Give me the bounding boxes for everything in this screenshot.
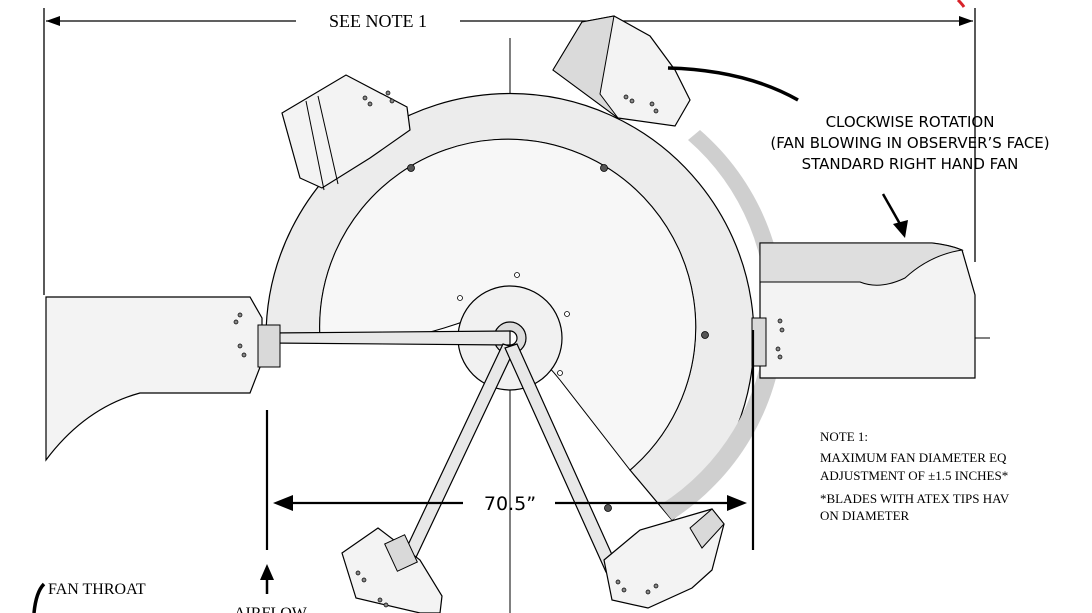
note-line4: ON DIAMETER	[820, 508, 910, 523]
note-heading: NOTE 1:	[820, 429, 868, 444]
bottom-dimension-arrow-right	[727, 495, 747, 511]
blade-left	[45, 296, 263, 462]
note-line2: ADJUSTMENT OF ±1.5 INCHES*	[820, 468, 1008, 483]
fan-throat-label: FAN THROAT	[48, 581, 146, 598]
rotation-callout-line2: (FAN BLOWING IN OBSERVER’S FACE)	[770, 134, 1049, 152]
hub-holes	[457, 272, 570, 376]
blade-right-bolts	[775, 318, 785, 360]
red-mark	[956, 0, 966, 8]
see-note-label: SEE NOTE 1	[329, 11, 427, 31]
note-line3: *BLADES WITH ATEX TIPS HAV	[820, 491, 1010, 506]
blade-bottom-right	[603, 508, 725, 609]
rotation-callout-line3: STANDARD RIGHT HAND FAN	[802, 155, 1019, 173]
rotation-arrow-head	[893, 220, 908, 238]
blade-bottom-left	[341, 527, 443, 613]
fan-throat-bracket	[32, 582, 46, 613]
top-dimension-arrow-left	[46, 16, 60, 26]
bottom-dimension	[265, 330, 755, 550]
airflow-label: AIRFLOW	[234, 605, 308, 613]
rotation-callout-line1: CLOCKWISE ROTATION	[826, 113, 995, 131]
rotation-leader	[667, 66, 799, 102]
blade-left-bolts	[233, 312, 247, 358]
airflow-arrow-head	[260, 564, 274, 580]
blade-left-clamp	[257, 324, 281, 368]
diameter-dimension-label: 70.5”	[484, 493, 536, 515]
blade-right-top-face	[759, 242, 964, 286]
blade-top-right	[552, 15, 691, 127]
blade-top-left	[281, 74, 411, 191]
rotation-arrow-shaft	[881, 193, 902, 225]
top-dimension	[43, 8, 976, 295]
bottom-dimension-arrow-left	[273, 495, 293, 511]
note-line1: MAXIMUM FAN DIAMETER EQ	[820, 450, 1007, 465]
top-dimension-arrow-right	[959, 16, 973, 26]
